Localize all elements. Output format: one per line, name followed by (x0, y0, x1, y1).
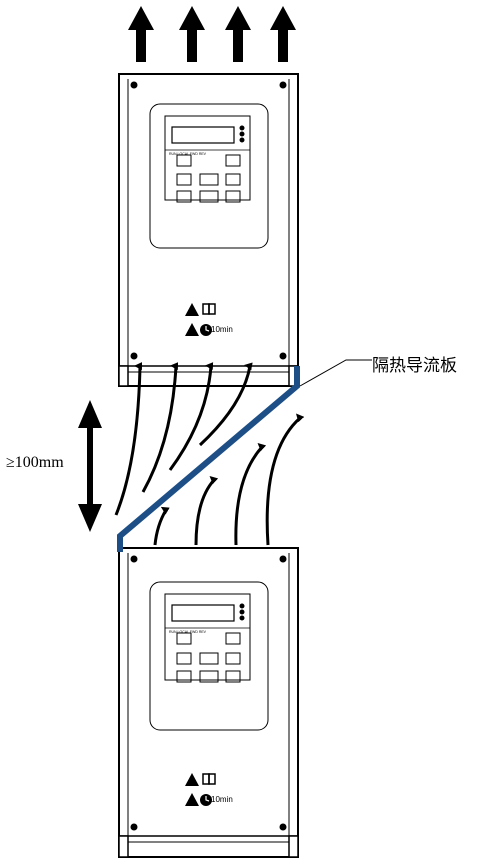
curved-airflow-arrow-icon (234, 442, 267, 546)
baffle-leader-line (299, 359, 372, 387)
status-leds-top: RUN LOCAL FWD REV (169, 152, 207, 156)
double-arrow-icon (78, 400, 102, 532)
warning-time-top: 10min (211, 325, 233, 334)
curved-airflow-arrow-icon (194, 475, 219, 546)
warning-triangle-icon (185, 323, 199, 336)
top-warnings (185, 303, 216, 336)
status-leds-bottom: RUN LOCAL FWD REV (169, 630, 207, 634)
manual-book-icon (202, 303, 216, 315)
airflow-arrows (114, 362, 305, 546)
exhaust-arrows (128, 6, 296, 62)
top-drive-unit (118, 73, 299, 387)
clock-icon (200, 794, 212, 806)
up-arrow-icon (179, 6, 205, 62)
warning-time-bottom: 10min (211, 795, 233, 804)
warning-triangle-icon (185, 793, 199, 806)
baffle-label: 隔热导流板 (372, 356, 457, 376)
warning-triangle-icon (185, 773, 199, 786)
warning-triangle-icon (185, 303, 199, 316)
bottom-warnings (185, 773, 216, 806)
bottom-drive-unit (118, 547, 299, 858)
curved-airflow-arrow-icon (114, 362, 143, 516)
heat-insulating-baffle (117, 366, 300, 552)
curved-airflow-arrow-icon (141, 362, 179, 493)
up-arrow-icon (270, 6, 296, 62)
clearance-label: ≥100mm (6, 454, 64, 471)
curved-airflow-arrow-icon (153, 506, 170, 546)
up-arrow-icon (128, 6, 154, 62)
up-arrow-icon (225, 6, 251, 62)
curved-airflow-arrow-icon (265, 413, 305, 546)
curved-airflow-arrow-icon (198, 362, 253, 447)
curved-airflow-arrow-icon (168, 362, 214, 471)
clock-icon (200, 324, 212, 336)
manual-book-icon (202, 773, 216, 785)
